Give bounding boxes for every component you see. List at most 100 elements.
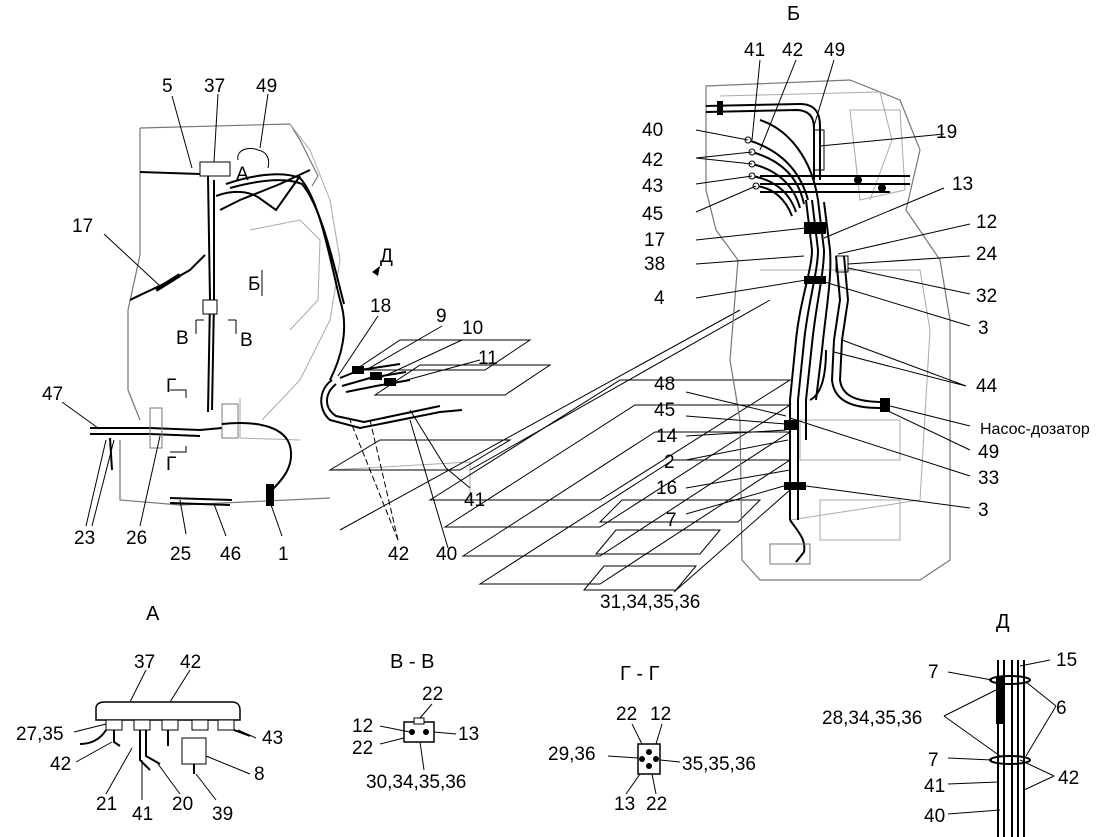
label-9: 9	[436, 306, 447, 327]
label-b-7: 7	[666, 510, 677, 531]
label-b-42: 42	[642, 150, 663, 171]
label-b-3: 3	[978, 318, 989, 339]
label-a-43: 43	[262, 728, 283, 749]
label-a-8: 8	[254, 764, 265, 785]
detail-boxes	[328, 339, 792, 591]
label-a-20: 20	[172, 794, 193, 815]
label-b-44: 44	[976, 376, 998, 397]
view-d-title: Д	[996, 611, 1010, 633]
label-gg-22: 22	[616, 704, 637, 725]
label-1: 1	[278, 544, 289, 565]
label-d-28-34-35-36: 28,34,35,36	[822, 708, 922, 729]
label-b-24: 24	[976, 244, 998, 265]
label-b-4: 4	[654, 288, 665, 309]
label-section-v-right: В	[240, 330, 253, 351]
label-a-42: 42	[50, 754, 71, 775]
label-b-2: 2	[664, 452, 675, 473]
label-18: 18	[370, 296, 391, 317]
label-26: 26	[126, 528, 147, 549]
label-vv-30-34-35-36: 30,34,35,36	[366, 772, 466, 793]
label-vv-22: 22	[352, 738, 373, 759]
label-49: 49	[256, 76, 277, 97]
label-gg-12: 12	[650, 704, 671, 725]
label-25: 25	[170, 544, 191, 565]
label-11: 11	[478, 348, 498, 369]
label-vv-13: 13	[458, 724, 479, 745]
label-41: 41	[464, 490, 485, 511]
label-47: 47	[42, 384, 63, 405]
label-b-49: 49	[978, 442, 999, 463]
view-a-labels: А 37 42 27,35 42 43 8 21 41 20 39	[16, 603, 283, 825]
view-b-labels: Б 41 42 49 40 42 43 45 17 38 4 48 45 14 …	[600, 3, 1090, 613]
label-section-g-top: Г	[166, 376, 176, 397]
label-a-37: 37	[134, 652, 155, 673]
main-view-drawing	[61, 93, 771, 549]
label-gg-22b: 22	[646, 794, 667, 815]
label-b-45b: 45	[654, 400, 675, 421]
label-b-31-34-35-36: 31,34,35,36	[600, 592, 700, 613]
label-section-v-left: В	[176, 328, 189, 349]
label-b-3b: 3	[978, 500, 989, 521]
label-b-19: 19	[936, 122, 957, 143]
label-23: 23	[74, 528, 95, 549]
label-view-a-mark: А	[236, 164, 249, 185]
label-40: 40	[436, 544, 457, 565]
label-b-42-top: 42	[782, 40, 803, 61]
label-b-17: 17	[644, 230, 665, 251]
label-5: 5	[162, 76, 173, 97]
label-a-41: 41	[132, 804, 153, 825]
label-gg-29-36: 29,36	[548, 744, 596, 765]
label-gg-35-35-36: 35,35,36	[682, 754, 756, 775]
view-gg-labels: Г - Г 22 12 29,36 35,35,36 13 22	[548, 663, 756, 815]
label-b-pump: Насос-дозатор	[980, 421, 1090, 438]
label-46: 46	[220, 544, 241, 565]
label-b-14: 14	[656, 426, 678, 447]
view-a-title: А	[146, 603, 160, 625]
label-b-43: 43	[642, 176, 663, 197]
view-vv-labels: В - В 22 12 22 13 30,34,35,36	[352, 651, 479, 793]
label-d-15: 15	[1056, 650, 1077, 671]
view-vv-title: В - В	[390, 651, 434, 673]
label-a-42-top: 42	[180, 652, 201, 673]
view-vv-drawing	[379, 703, 457, 771]
label-vv-22-top: 22	[422, 684, 443, 705]
label-section-g-bottom: Г	[166, 454, 176, 475]
label-gg-13: 13	[614, 794, 635, 815]
view-gg-title: Г - Г	[620, 663, 660, 685]
label-d-6: 6	[1056, 698, 1067, 719]
view-a-drawing	[73, 669, 257, 801]
view-d-drawing	[943, 659, 1057, 837]
label-b-16: 16	[656, 478, 677, 499]
label-view-b-mark: Б	[248, 274, 260, 295]
label-37: 37	[204, 76, 225, 97]
label-b-33: 33	[978, 468, 999, 489]
label-vv-12: 12	[352, 716, 373, 737]
label-b-49-top: 49	[824, 40, 845, 61]
label-d-7-bottom: 7	[928, 750, 939, 771]
main-view-labels: 5 37 49 17 А Б Д В В Г Г 47 23 26 25 46 …	[42, 76, 498, 565]
label-d-40: 40	[924, 806, 945, 827]
label-b-32: 32	[976, 286, 997, 307]
label-10: 10	[462, 318, 483, 339]
label-a-39: 39	[212, 804, 233, 825]
label-a-21: 21	[96, 794, 117, 815]
view-gg-drawing	[607, 723, 681, 795]
label-42: 42	[388, 544, 409, 565]
label-b-12: 12	[976, 212, 997, 233]
label-b-40: 40	[642, 120, 663, 141]
label-b-41-top: 41	[744, 40, 765, 61]
view-b-title: Б	[787, 3, 800, 25]
label-view-d-mark: Д	[380, 246, 393, 267]
view-d-labels: Д 7 15 28,34,35,36 6 7 42 41 40	[822, 611, 1079, 827]
label-b-48: 48	[654, 374, 675, 395]
label-d-41: 41	[924, 776, 945, 797]
label-b-38: 38	[644, 254, 665, 275]
view-b-drawing	[673, 59, 971, 593]
label-d-7-top: 7	[928, 662, 939, 683]
label-b-13: 13	[952, 174, 973, 195]
label-d-42: 42	[1058, 768, 1079, 789]
label-a-27-35: 27,35	[16, 724, 64, 745]
label-b-45: 45	[642, 204, 663, 225]
label-17: 17	[72, 216, 93, 237]
